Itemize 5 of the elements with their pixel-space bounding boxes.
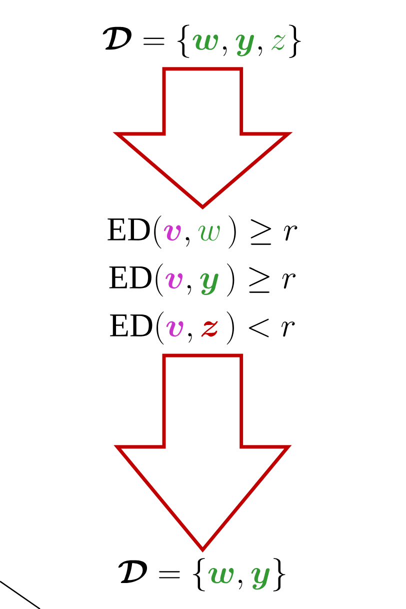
block-arrow bbox=[112, 67, 293, 210]
formula: $\mathrm{ED}(\textcolor[HTML]{CC33CC}{\boldsymbol{v}}, \textcolor[HTML]{339933}{w}\,) \geq r$ $\mathrm{ED}(\textcolor[HTML]{CC33CC}{\boldsymbol{v}}, \textcolor[HTML]{339933}{\boldsymbol{y}}\,) \geq r$ $\mathrm{ED}(\textcolor[HTML]{CC33CC}{\boldsymbol{v}}, \textcolor[HTML]{C00000}{\boldsymbol{z}}\,) < r$ bbox=[108, 215, 298, 345]
formula: $\boldsymbol{\mathcal{D}} = \{\textcolor[HTML]{339933}{\boldsymbol{w}}, \textcolor[HTML]{339933}{\boldsymbol{y}}, \textcolor[HTML]{339933}{z}\}$ bbox=[102, 24, 301, 58]
formula: $\boldsymbol{\mathcal{D}} = \{\textcolor[HTML]{339933}{\boldsymbol{w}}, \textcolor[HTML]{339933}{\boldsymbol{y}}\}$ bbox=[118, 558, 286, 592]
block-arrow bbox=[114, 354, 292, 553]
